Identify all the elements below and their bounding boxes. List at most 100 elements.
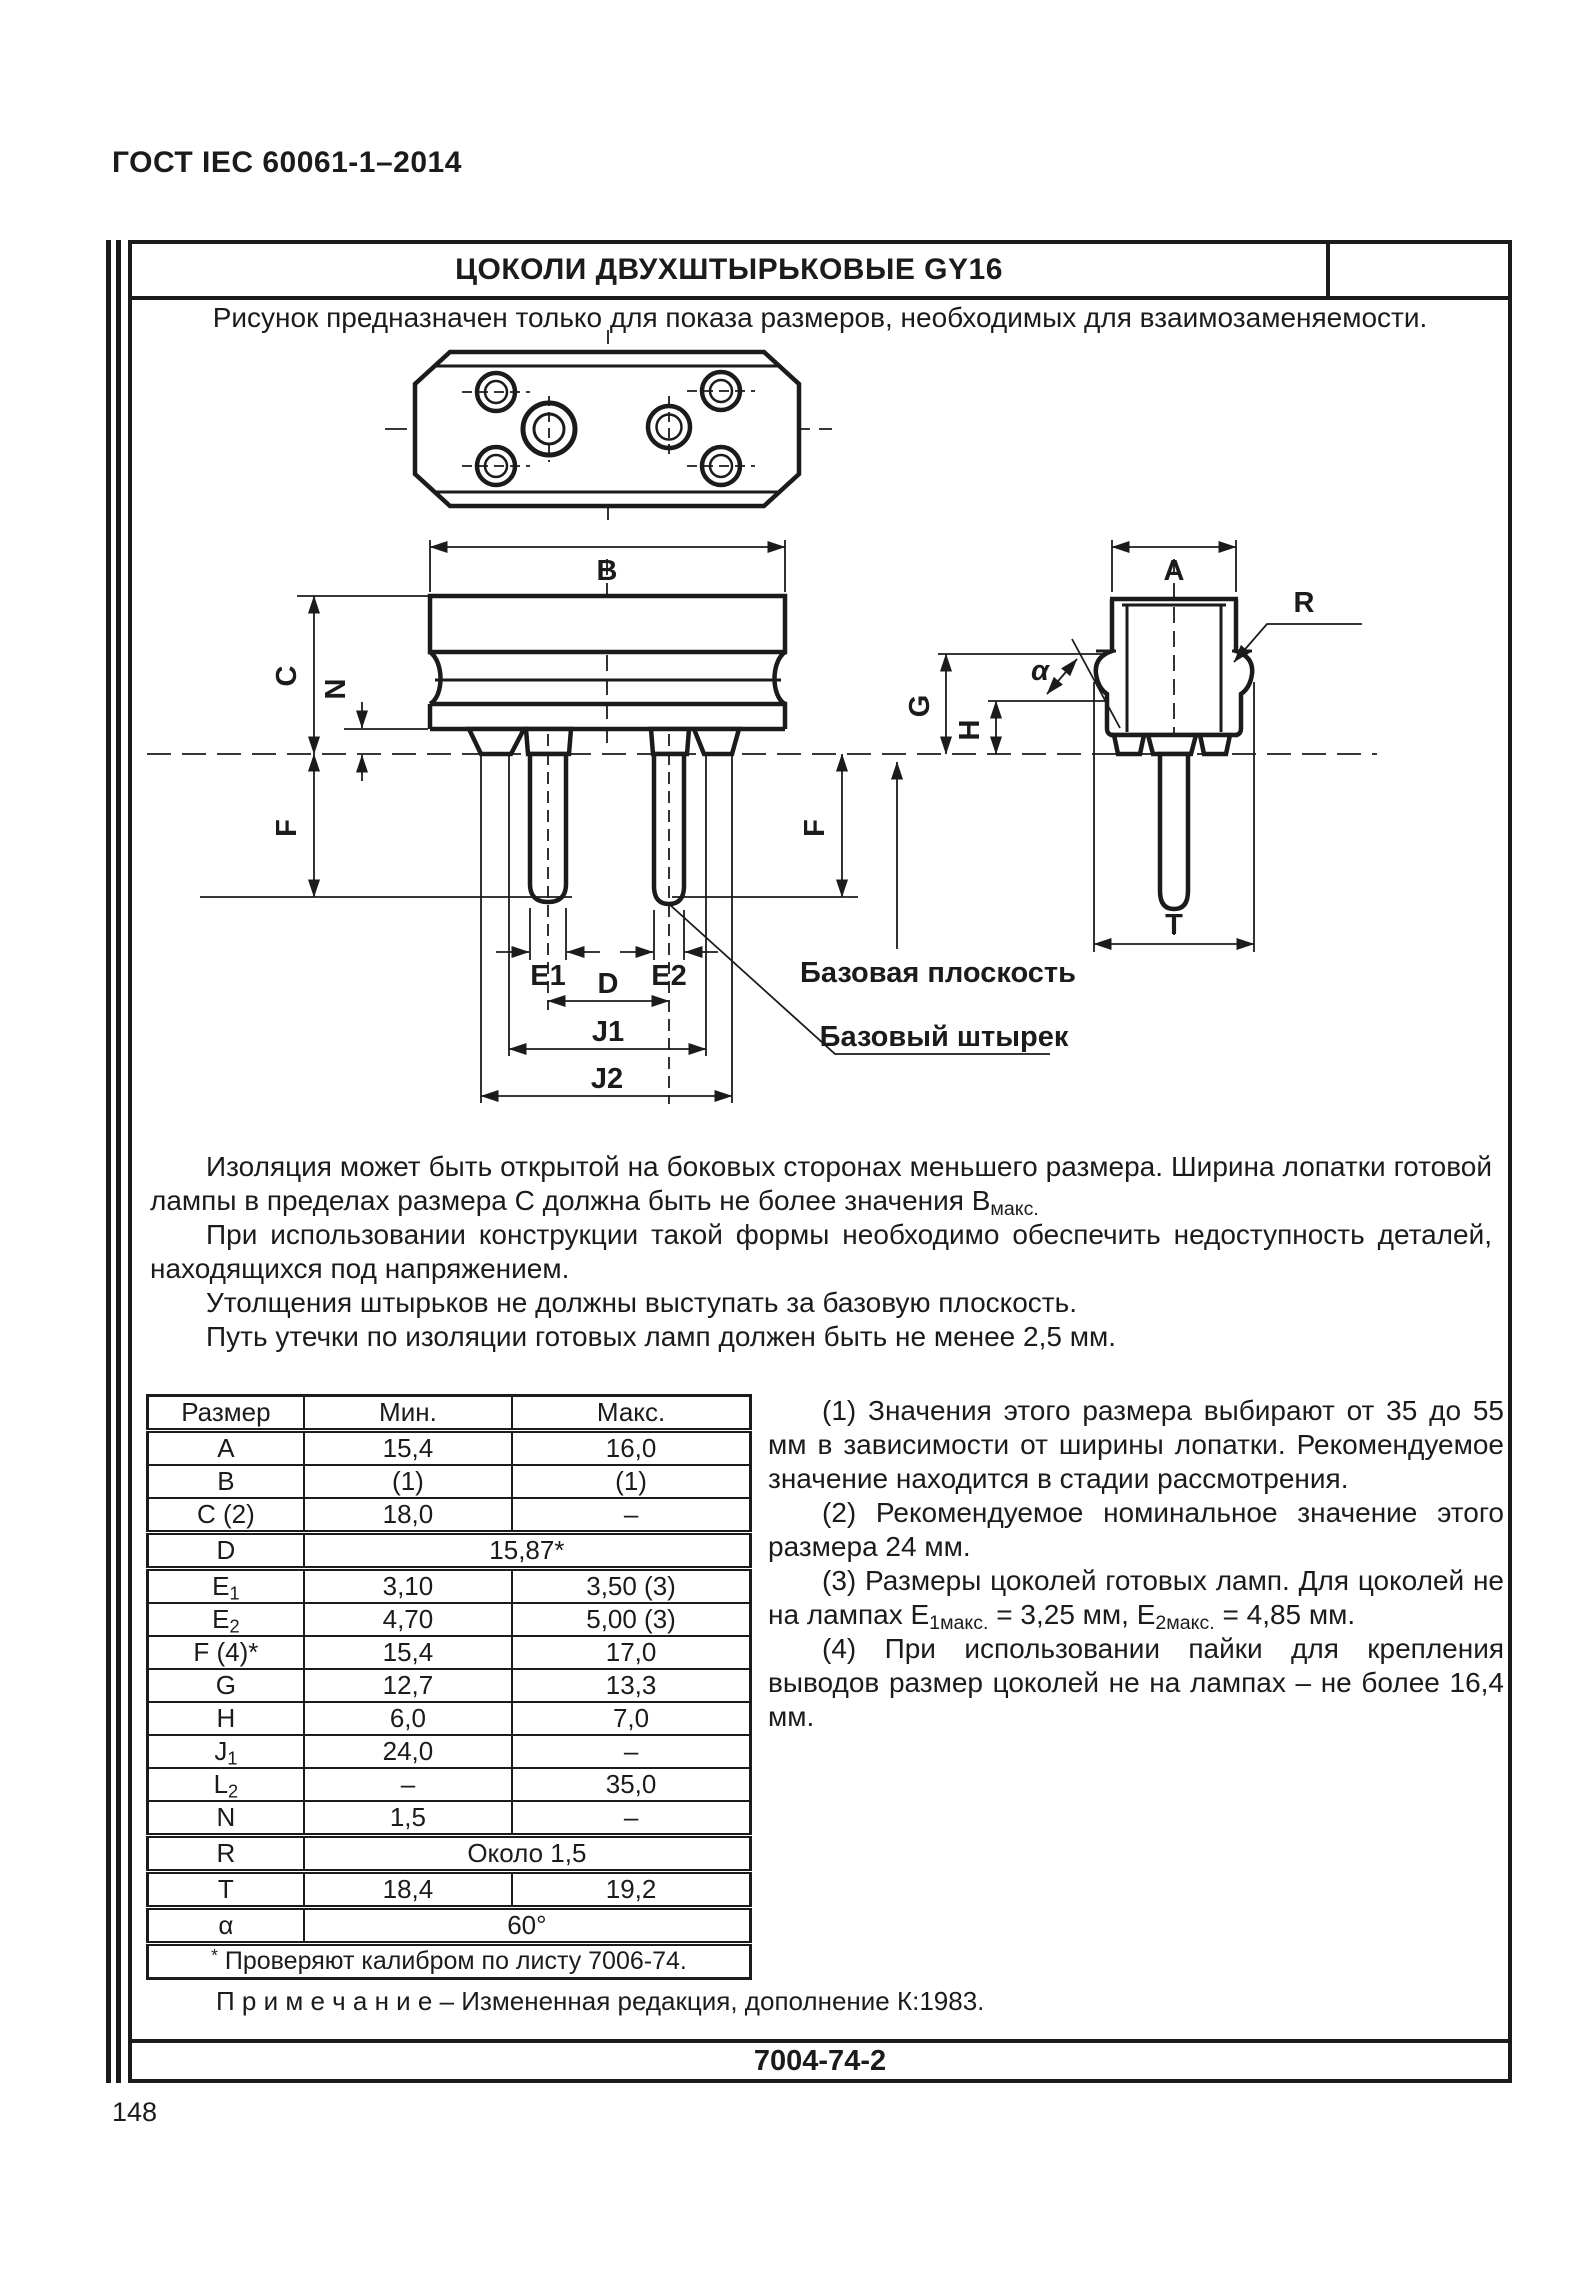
- dim-label-r: R: [1294, 587, 1315, 619]
- dim-label-d: D: [598, 968, 619, 1000]
- table-cell: N: [146, 1800, 305, 1837]
- table-cell: 60°: [302, 1905, 752, 1945]
- table-cell: D: [146, 1530, 305, 1570]
- dim-label-b: B: [597, 555, 618, 587]
- dim-label-n: N: [320, 679, 352, 700]
- top-view: [385, 330, 832, 528]
- table-row: B(1)(1): [146, 1464, 752, 1499]
- table-cell: 12,7: [302, 1668, 514, 1703]
- paragraph: Изоляция может быть открытой на боковых …: [150, 1151, 1492, 1220]
- revision-note: П р и м е ч а н и е – Измененная редакци…: [216, 1986, 985, 2016]
- dim-label-c: C: [271, 665, 303, 686]
- table-cell: 15,4: [302, 1428, 514, 1466]
- table-cell: * Проверяют калибром по листу 7006-74.: [146, 1941, 752, 1980]
- col-header-size: Размер: [146, 1394, 305, 1432]
- page-number: 148: [112, 2097, 158, 2127]
- table-cell: 18,0: [302, 1497, 514, 1534]
- dim-label-e1: E1: [530, 960, 565, 992]
- dim-label-h: H: [954, 720, 986, 741]
- table-cell: 3,50 (3): [511, 1566, 752, 1604]
- table-cell: A: [146, 1428, 305, 1466]
- table-cell: Около 1,5: [302, 1833, 752, 1873]
- table-cell: 4,70: [302, 1602, 514, 1637]
- table-cell: –: [511, 1800, 752, 1837]
- footnote-1: (1) Значения этого размера выбирают от 3…: [768, 1395, 1504, 1494]
- table-cell: 18,4: [302, 1869, 514, 1909]
- technical-drawing: B C: [147, 330, 1377, 1104]
- table-cell: 5,00 (3): [511, 1602, 752, 1637]
- table-cell: E2: [146, 1602, 305, 1637]
- dim-label-e2: E2: [651, 960, 686, 992]
- table-cell: –: [302, 1767, 514, 1802]
- footnote-3: (3) Размеры цоколей готовых ламп. Для цо…: [768, 1565, 1504, 1634]
- table-cell: T: [146, 1869, 305, 1909]
- footnote-4: (4) При использовании пайки для креплени…: [768, 1633, 1504, 1732]
- table-cell: L2: [146, 1767, 305, 1802]
- dim-label-a: A: [1164, 555, 1185, 587]
- table-cell: 19,2: [511, 1869, 752, 1909]
- sheet-subtitle: Рисунок предназначен только для показа р…: [212, 302, 1428, 333]
- table-cell: F (4)*: [146, 1635, 305, 1670]
- table-cell: –: [511, 1734, 752, 1769]
- table-cell: (1): [302, 1464, 514, 1499]
- sheet-title-side-cell: [1326, 244, 1508, 296]
- col-header-min: Мин.: [302, 1394, 514, 1432]
- table-row: C (2)18,0–: [146, 1497, 752, 1534]
- table-cell: H: [146, 1701, 305, 1736]
- base-plane-label: Базовая плоскость: [800, 957, 1076, 989]
- dim-label-j2: J2: [591, 1063, 623, 1095]
- leader-base-plane: Базовая плоскость: [800, 761, 1076, 989]
- dim-label-f: F: [271, 819, 303, 837]
- side-view: A G: [904, 540, 1362, 952]
- table-cell: R: [146, 1833, 305, 1873]
- table-cell: –: [511, 1497, 752, 1534]
- table-cell: J1: [146, 1734, 305, 1769]
- table-cell: 1,5: [302, 1800, 514, 1837]
- sheet-frame: ЦОКОЛИ ДВУХШТЫРЬКОВЫЕ GY16 Рисунок предн…: [128, 240, 1512, 2083]
- paragraph: Путь утечки по изоляции готовых ламп дол…: [206, 1321, 1117, 1352]
- table-cell: 3,10: [302, 1566, 514, 1604]
- paragraph: Утолщения штырьков не должны выступать з…: [206, 1287, 1077, 1318]
- sheet-title-row: ЦОКОЛИ ДВУХШТЫРЬКОВЫЕ GY16: [132, 244, 1508, 300]
- sheet-title: ЦОКОЛИ ДВУХШТЫРЬКОВЫЕ GY16: [455, 253, 1003, 286]
- footnotes-column: (1) Значения этого размера выбирают от 3…: [768, 1394, 1504, 1734]
- table-cell: 17,0: [511, 1635, 752, 1670]
- footnote-2: (2) Рекомендуемое номинальное значение э…: [768, 1497, 1504, 1562]
- dim-label-g: G: [904, 695, 936, 718]
- table-cell: 16,0: [511, 1428, 752, 1466]
- dim-label-alpha: α: [1031, 655, 1050, 687]
- table-cell: G: [146, 1668, 305, 1703]
- table-cell: α: [146, 1905, 305, 1945]
- svg-text:F: F: [799, 819, 831, 837]
- table-cell: (1): [511, 1464, 752, 1499]
- description-paragraphs: Изоляция может быть открытой на боковых …: [150, 1150, 1492, 1354]
- dim-label-j1: J1: [592, 1016, 624, 1048]
- table-cell: 7,0: [511, 1701, 752, 1736]
- leader-base-pin: Базовый штырек: [668, 903, 1069, 1055]
- standard-reference: ГОСТ IEC 60061-1–2014: [112, 146, 462, 179]
- table-cell: 15,4: [302, 1635, 514, 1670]
- table-cell: E1: [146, 1566, 305, 1604]
- table-cell: 6,0: [302, 1701, 514, 1736]
- sheet-code: 7004-74-2: [132, 2039, 1508, 2079]
- dim-label-t: T: [1165, 909, 1183, 941]
- table-row: L2–35,0: [146, 1767, 752, 1802]
- table-cell: 24,0: [302, 1734, 514, 1769]
- table-header-row: Размер Мин. Макс.: [146, 1394, 752, 1432]
- table-cell: 35,0: [511, 1767, 752, 1802]
